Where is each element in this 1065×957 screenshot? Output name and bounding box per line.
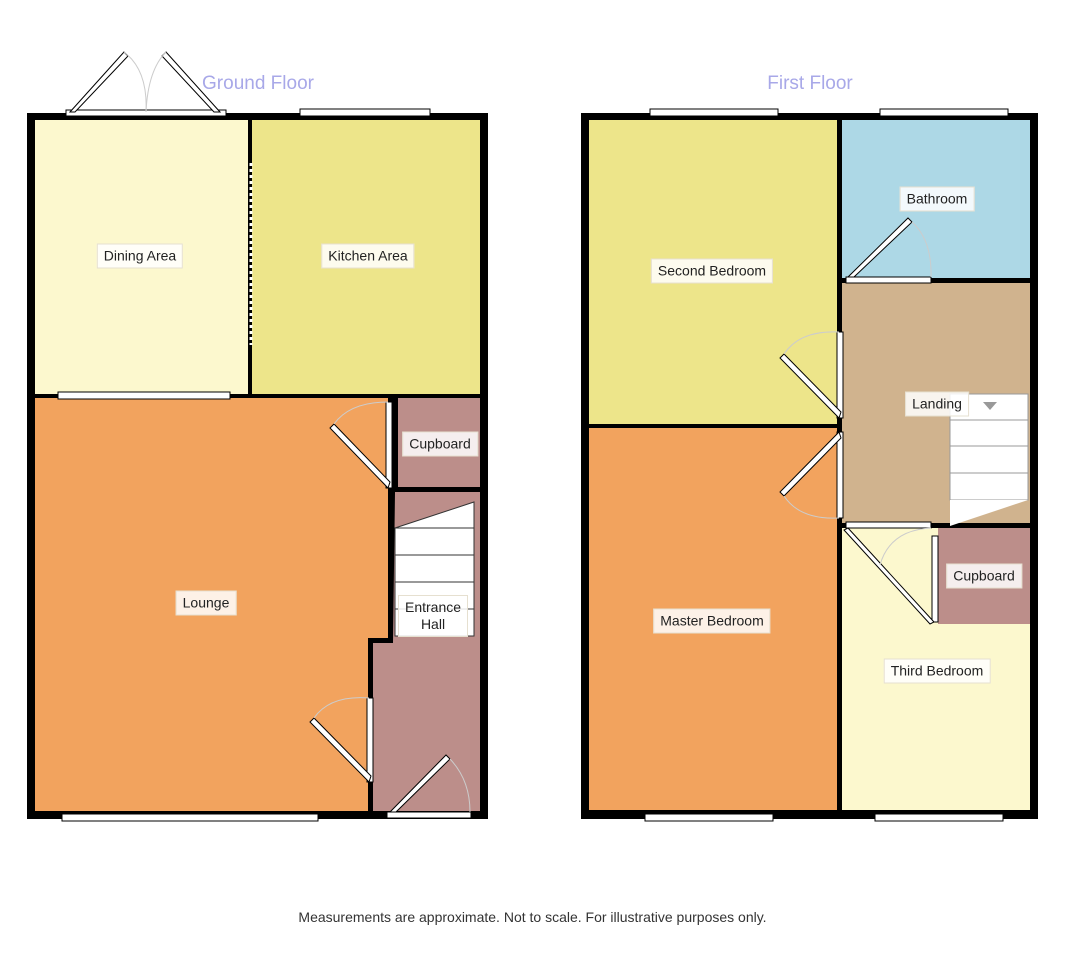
ground-floor-plan (27, 51, 488, 822)
ground-floor-title: Ground Floor (202, 73, 314, 94)
label-cupboard-ground: Cupboard (402, 431, 478, 457)
label-lounge: Lounge (175, 590, 237, 616)
master-bedroom-window (644, 813, 774, 822)
label-kitchen-area: Kitchen Area (321, 243, 415, 269)
label-dining-area: Dining Area (96, 243, 184, 269)
label-cupboard-first: Cupboard (946, 563, 1022, 589)
front-door-frame (386, 811, 472, 819)
dining-lounge-opening (57, 391, 231, 400)
first-floor-title: First Floor (767, 73, 853, 94)
kitchen-window (299, 108, 431, 117)
doors-first (779, 217, 939, 625)
third-bedroom-window (874, 813, 1004, 822)
doors-ground (68, 51, 451, 813)
disclaimer-footer: Measurements are approximate. Not to sca… (298, 909, 767, 925)
label-bathroom: Bathroom (899, 186, 975, 212)
label-third-bedroom: Third Bedroom (883, 658, 991, 684)
bathroom-window (879, 108, 1009, 117)
label-landing: Landing (905, 391, 969, 417)
label-master-bedroom: Master Bedroom (653, 608, 771, 634)
label-entrance-hall: Entrance Hall (398, 595, 468, 637)
lounge-window (61, 813, 319, 822)
second-bedroom-window (649, 108, 779, 117)
first-floor-plan (581, 108, 1038, 822)
label-second-bedroom: Second Bedroom (650, 258, 774, 284)
stairs-down-arrow-icon (983, 402, 997, 410)
